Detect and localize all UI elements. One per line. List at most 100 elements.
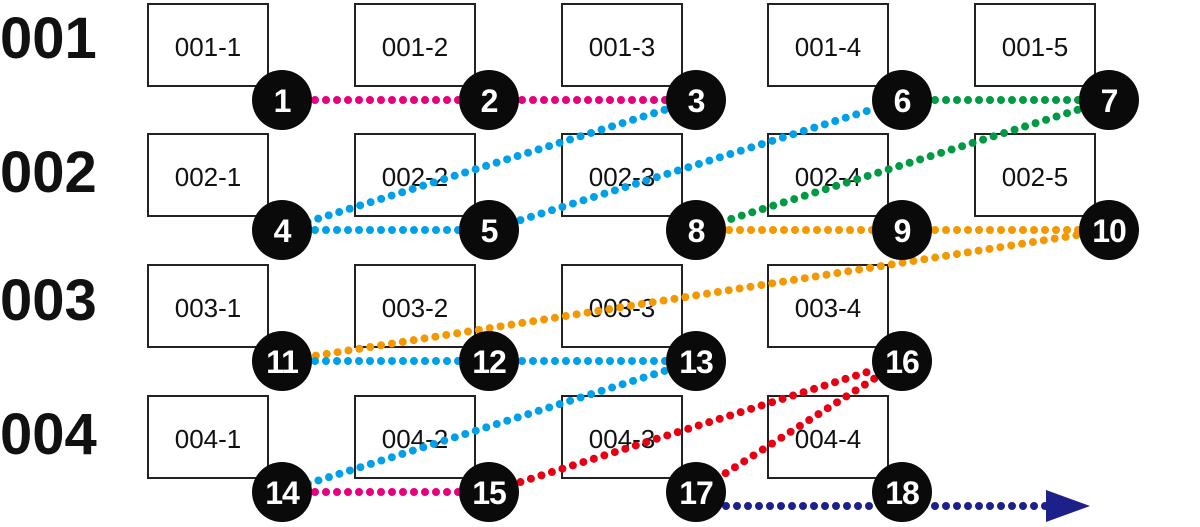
- badge-circle: [252, 70, 312, 130]
- path-3-to-4: [278, 96, 700, 234]
- badge-number: 10: [1092, 213, 1126, 249]
- cell-001-5: 001-5: [974, 3, 1096, 87]
- badge-circle: [459, 70, 519, 130]
- cell-box: [767, 3, 889, 87]
- badge-circle: [252, 200, 312, 260]
- step-badge-5: 5: [459, 200, 519, 260]
- badge-circle: [1079, 70, 1139, 130]
- badge-circle: [666, 70, 726, 130]
- badge-number: 16: [885, 344, 919, 380]
- cell-label: 004-4: [795, 424, 862, 454]
- row-labels: 001 002 003 004: [0, 6, 97, 467]
- badge-circle: [1079, 200, 1139, 260]
- cell-box: [561, 3, 683, 87]
- badge-circle: [459, 331, 519, 391]
- badge-circle: [872, 331, 932, 391]
- cell-label: 002-5: [1002, 162, 1069, 192]
- badge-number: 18: [885, 475, 919, 511]
- cell-001-4: 001-4: [767, 3, 889, 87]
- badge-number: 12: [472, 344, 506, 380]
- step-badge-9: 9: [872, 200, 932, 260]
- cell-label: 003-4: [795, 293, 862, 323]
- cell-001-2: 001-2: [354, 3, 476, 87]
- cell-003-3: 003-3: [561, 264, 683, 348]
- path-16-to-17: [692, 357, 906, 496]
- path-13-to-14: [278, 357, 700, 496]
- badge-circle: [666, 200, 726, 260]
- badge-circle: [872, 70, 932, 130]
- cell-label: 002-1: [175, 162, 242, 192]
- badge-number: 5: [481, 213, 498, 249]
- row-label-004: 004: [0, 402, 97, 467]
- badge-number: 6: [894, 83, 911, 119]
- cell-003-4: 003-4: [767, 264, 889, 348]
- cell-002-1: 002-1: [147, 133, 269, 217]
- badge-circle: [872, 200, 932, 260]
- cell-label: 001-4: [795, 32, 862, 62]
- cell-box: [354, 3, 476, 87]
- cell-001-3: 001-3: [561, 3, 683, 87]
- path-10-to-11: [278, 226, 1113, 365]
- cell-box: [147, 3, 269, 87]
- step-badge-1: 1: [252, 70, 312, 130]
- row-label-002: 002: [0, 140, 97, 205]
- step-badge-11: 11: [252, 331, 312, 391]
- badge-number: 17: [679, 475, 713, 511]
- badge-number: 4: [274, 213, 292, 249]
- arrowhead-icon: [1046, 490, 1090, 522]
- step-badge-15: 15: [459, 462, 519, 522]
- step-badge-16: 16: [872, 331, 932, 391]
- badge-number: 9: [894, 213, 911, 249]
- step-badge-18: 18: [872, 462, 932, 522]
- badge-circle: [252, 462, 312, 522]
- cell-box: [147, 264, 269, 348]
- cell-box: [974, 3, 1096, 87]
- badge-circle: [252, 331, 312, 391]
- step-badge-8: 8: [666, 200, 726, 260]
- badge-number: 7: [1101, 83, 1118, 119]
- cell-box: [767, 264, 889, 348]
- row-label-001: 001: [0, 6, 97, 71]
- badge-circle: [459, 200, 519, 260]
- cell-001-1: 001-1: [147, 3, 269, 87]
- badge-number: 13: [679, 344, 713, 380]
- badge-circle: [666, 331, 726, 391]
- cell-label: 001-3: [589, 32, 656, 62]
- cell-label: 001-2: [382, 32, 449, 62]
- cell-box: [974, 133, 1096, 217]
- cell-label: 001-5: [1002, 32, 1069, 62]
- badge-number: 15: [472, 475, 506, 511]
- path-5-to-6: [485, 96, 906, 234]
- cell-label: 003-1: [175, 293, 242, 323]
- cell-label: 001-1: [175, 32, 242, 62]
- step-badge-13: 13: [666, 331, 726, 391]
- step-badge-10: 10: [1079, 200, 1139, 260]
- badge-circle: [872, 462, 932, 522]
- cell-box: [147, 133, 269, 217]
- badge-number: 2: [481, 83, 498, 119]
- step-badge-4: 4: [252, 200, 312, 260]
- cell-label: 003-2: [382, 293, 449, 323]
- step-badge-12: 12: [459, 331, 519, 391]
- path-connections: [278, 96, 1113, 522]
- step-badge-17: 17: [666, 462, 726, 522]
- step-badge-7: 7: [1079, 70, 1139, 130]
- step-badge-2: 2: [459, 70, 519, 130]
- badge-number: 1: [274, 83, 291, 119]
- badge-number: 8: [688, 213, 705, 249]
- badge-number: 14: [265, 475, 300, 511]
- badge-number: 3: [688, 83, 705, 119]
- path-15-to-16: [485, 357, 906, 496]
- cell-box: [147, 395, 269, 479]
- row-label-003: 003: [0, 268, 97, 333]
- step-badge-6: 6: [872, 70, 932, 130]
- step-badge-14: 14: [252, 462, 312, 522]
- badge-circle: [459, 462, 519, 522]
- badge-number: 11: [266, 344, 298, 380]
- badge-circle: [666, 462, 726, 522]
- cell-label: 004-1: [175, 424, 242, 454]
- cell-003-1: 003-1: [147, 264, 269, 348]
- step-badge-3: 3: [666, 70, 726, 130]
